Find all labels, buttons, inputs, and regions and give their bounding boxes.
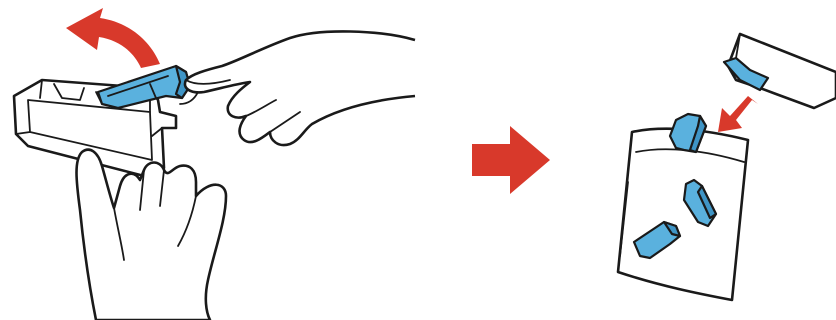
plastic-bag	[618, 129, 748, 300]
left-hand	[77, 150, 227, 320]
down-arrow-icon	[718, 96, 758, 132]
right-panel	[618, 34, 836, 300]
cartridge-cap	[98, 66, 190, 108]
right-hand	[180, 31, 415, 145]
right-arrow-icon	[472, 126, 550, 194]
cartridge-end	[724, 34, 836, 108]
curved-arrow-icon	[66, 8, 160, 68]
left-panel	[14, 8, 415, 320]
